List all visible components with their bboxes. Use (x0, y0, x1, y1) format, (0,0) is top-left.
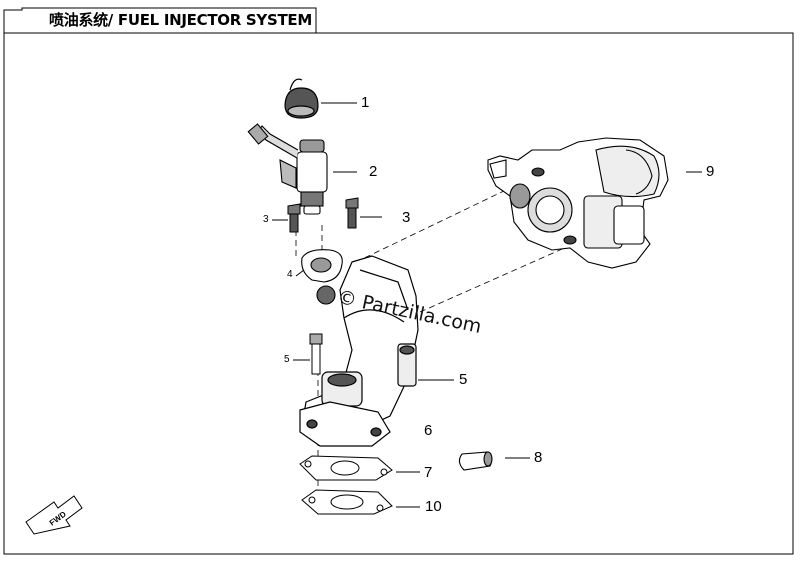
gasket-lower (301, 489, 393, 515)
bolt-manifold (309, 333, 323, 375)
diagram-title: 喷油系统/ FUEL INJECTOR SYSTEM (49, 11, 312, 29)
outer-frame (3, 32, 794, 555)
gasket-upper (299, 455, 393, 481)
callout-5-right: 5 (459, 371, 468, 388)
title-tab (3, 7, 317, 33)
injector-cap (284, 78, 319, 119)
fwd-arrow-icon (25, 495, 83, 535)
callout-9: 9 (706, 163, 715, 180)
callout-6: 6 (424, 422, 433, 439)
throttle-body (487, 137, 669, 269)
intake-manifold (299, 255, 419, 447)
callout-8: 8 (534, 449, 543, 466)
fuel-injector (247, 123, 328, 215)
leader-4 (295, 269, 305, 277)
bolt-right (345, 197, 359, 229)
callout-5-left: 5 (284, 354, 290, 365)
callout-7: 7 (424, 464, 433, 481)
callout-2: 2 (369, 163, 378, 180)
callout-1: 1 (361, 94, 370, 111)
callout-3-right: 3 (402, 209, 411, 226)
insulator-seal (301, 249, 343, 305)
callout-3-left: 3 (263, 214, 269, 225)
callout-10: 10 (425, 498, 442, 515)
bolt-left (287, 203, 301, 233)
hose-sleeve (458, 451, 493, 471)
callout-4: 4 (287, 269, 293, 280)
